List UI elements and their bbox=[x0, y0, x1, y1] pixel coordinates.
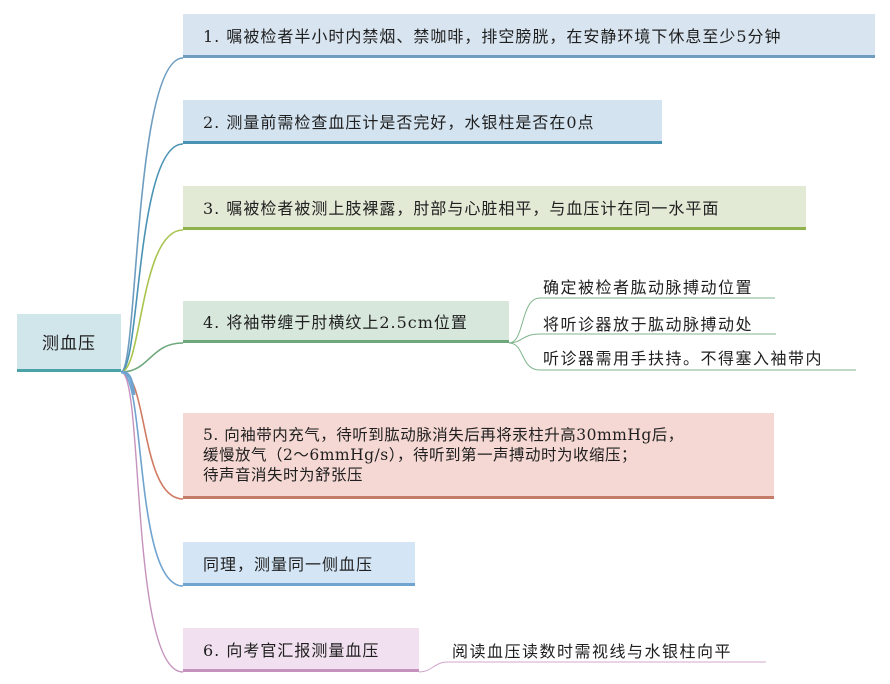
branch-step6-report-to-examiner[interactable]: 6. 向考官汇报测量血压 bbox=[183, 628, 419, 672]
branch-step5-inflate-and-deflate[interactable]: 5. 向袖带内充气，待听到肱动脉消失后再将汞柱升高30mmHg后， 缓慢放气（2… bbox=[183, 413, 774, 499]
connector-step3 bbox=[120, 229, 184, 373]
branch-step1-rest-preparation[interactable]: 1. 嘱被检者半小时内禁烟、禁咖啡，排空膀胱，在安静环境下休息至少5分钟 bbox=[183, 14, 875, 58]
connector-step4-child2 bbox=[508, 333, 776, 344]
branch-label-multiline: 5. 向袖带内充气，待听到肱动脉消失后再将汞柱升高30mmHg后， 缓慢放气（2… bbox=[203, 425, 684, 485]
branch-repeat-measurement[interactable]: 同理，测量同一侧血压 bbox=[183, 542, 415, 586]
branch-label: 3. 嘱被检者被测上肢裸露，肘部与心脏相平，与血压计在同一水平面 bbox=[203, 198, 720, 218]
branch-label: 1. 嘱被检者半小时内禁烟、禁咖啡，排空膀胱，在安静环境下休息至少5分钟 bbox=[203, 26, 782, 46]
branch-label-line-3: 待声音消失时为舒张压 bbox=[203, 465, 364, 484]
connector-repeat bbox=[120, 371, 184, 587]
branch-step2-check-sphygmomanometer[interactable]: 2. 测量前需检查血压计是否完好，水银柱是否在0点 bbox=[183, 100, 662, 144]
root-node-measure-blood-pressure[interactable]: 测血压 bbox=[17, 314, 121, 372]
branch-label: 6. 向考官汇报测量血压 bbox=[203, 640, 380, 660]
branch-label-line-1: 5. 向袖带内充气，待听到肱动脉消失后再将汞柱升高30mmHg后， bbox=[203, 425, 684, 444]
branch-step4-wrap-cuff[interactable]: 4. 将袖带缠于肘横纹上2.5cm位置 bbox=[183, 301, 509, 343]
subnode-locate-brachial-pulse[interactable]: 确定被检者肱动脉搏动位置 bbox=[543, 278, 754, 297]
branch-label: 4. 将袖带缠于肘横纹上2.5cm位置 bbox=[203, 312, 468, 332]
connector-step5 bbox=[120, 371, 184, 500]
subnode-place-stethoscope[interactable]: 将听诊器放于肱动脉搏动处 bbox=[543, 315, 754, 334]
connector-step4 bbox=[120, 342, 184, 373]
connector-step2 bbox=[120, 143, 184, 373]
subnode-read-at-eye-level[interactable]: 阅读血压读数时需视线与水银柱向平 bbox=[452, 642, 733, 661]
connector-trunk bbox=[120, 370, 136, 396]
connector-step6 bbox=[120, 371, 184, 673]
branch-label: 同理，测量同一侧血压 bbox=[203, 554, 374, 574]
root-label: 测血压 bbox=[42, 334, 96, 354]
branch-label: 2. 测量前需检查血压计是否完好，水银柱是否在0点 bbox=[203, 112, 595, 132]
connector-step6-child1 bbox=[418, 661, 766, 673]
connector-step1 bbox=[120, 57, 184, 373]
subnode-hold-stethoscope[interactable]: 听诊器需用手扶持。不得塞入袖带内 bbox=[543, 349, 824, 368]
branch-label-line-2: 缓慢放气（2～6mmHg/s），待听到第一声搏动时为收缩压； bbox=[203, 445, 637, 464]
branch-step3-arm-position[interactable]: 3. 嘱被检者被测上肢裸露，肘部与心脏相平，与血压计在同一水平面 bbox=[183, 186, 806, 230]
